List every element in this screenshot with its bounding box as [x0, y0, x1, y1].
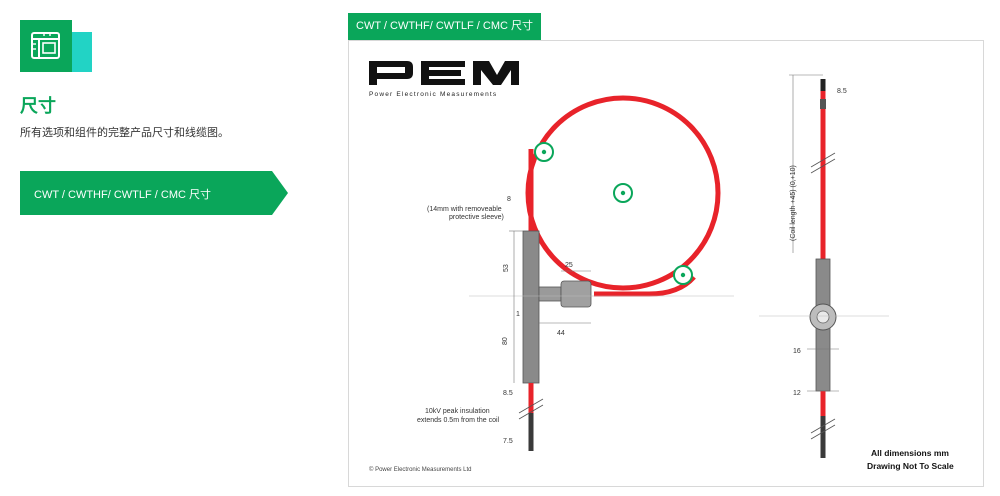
copyright: © Power Electronic Measurements Ltd	[369, 466, 471, 473]
nav-item-cwt-dimensions[interactable]	[20, 171, 272, 215]
section-title: 尺寸	[20, 96, 56, 116]
dim-25: 25	[565, 262, 573, 269]
note-removable: (14mm with removeable	[427, 206, 502, 213]
right-dim-8-5: 8.5	[837, 88, 847, 95]
dim-53: 53	[503, 264, 510, 272]
nav-item-arrow[interactable]	[272, 171, 288, 215]
note-removable-2: protective sleeve)	[449, 214, 504, 221]
right-dim-12: 12	[793, 390, 801, 397]
dimension-drawing: Power Electronic Measurements	[348, 40, 984, 487]
connector-nut	[560, 280, 592, 308]
footer-dimensions-note: All dimensions mm	[871, 448, 949, 458]
section-icon-box	[20, 20, 72, 72]
coil-center-icon	[613, 183, 633, 203]
tab-cwt-dimensions[interactable]: CWT / CWTHF/ CWTLF / CMC 尺寸	[348, 13, 541, 40]
right-dim-16: 16	[793, 348, 801, 355]
pem-logo-subtitle: Power Electronic Measurements	[369, 91, 497, 98]
pem-logo	[369, 61, 519, 85]
dim-7-5: 7.5	[503, 438, 513, 445]
coil-marker-icon	[534, 142, 554, 162]
note-peak-1: 10kV peak insulation	[425, 408, 490, 415]
coil-marker-icon	[673, 265, 693, 285]
dim-1: 1	[516, 311, 520, 318]
ruler-grid-icon	[31, 32, 60, 59]
connector-stem	[538, 286, 562, 302]
footer-scale-note: Drawing Not To Scale	[867, 461, 954, 471]
note-peak-2: extends 0.5m from the coil	[417, 417, 500, 424]
dim-44: 44	[557, 330, 565, 337]
section-description: 所有选项和组件的完整产品尺寸和线缆图。	[20, 127, 229, 139]
dim-8-5: 8.5	[503, 390, 513, 397]
integrator-body	[522, 230, 540, 384]
nav-item-label[interactable]: CWT / CWTHF/ CWTLF / CMC 尺寸	[34, 189, 211, 201]
coil-loop	[525, 95, 721, 291]
dim-80: 80	[502, 337, 509, 345]
coil-length: (Coil length +45) (0,+10)	[790, 165, 797, 241]
dim-8: 8	[507, 196, 511, 203]
